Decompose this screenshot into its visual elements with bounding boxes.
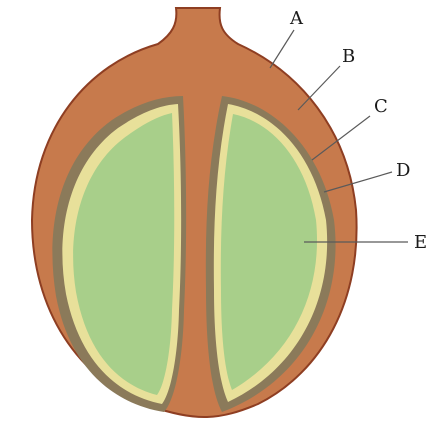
label-d: D: [396, 160, 410, 181]
label-a: A: [289, 8, 304, 29]
label-e: E: [414, 232, 427, 253]
label-c: C: [374, 96, 388, 117]
leader-line-b: [298, 66, 340, 110]
label-b: B: [342, 46, 355, 67]
leader-line-a: [270, 30, 294, 68]
